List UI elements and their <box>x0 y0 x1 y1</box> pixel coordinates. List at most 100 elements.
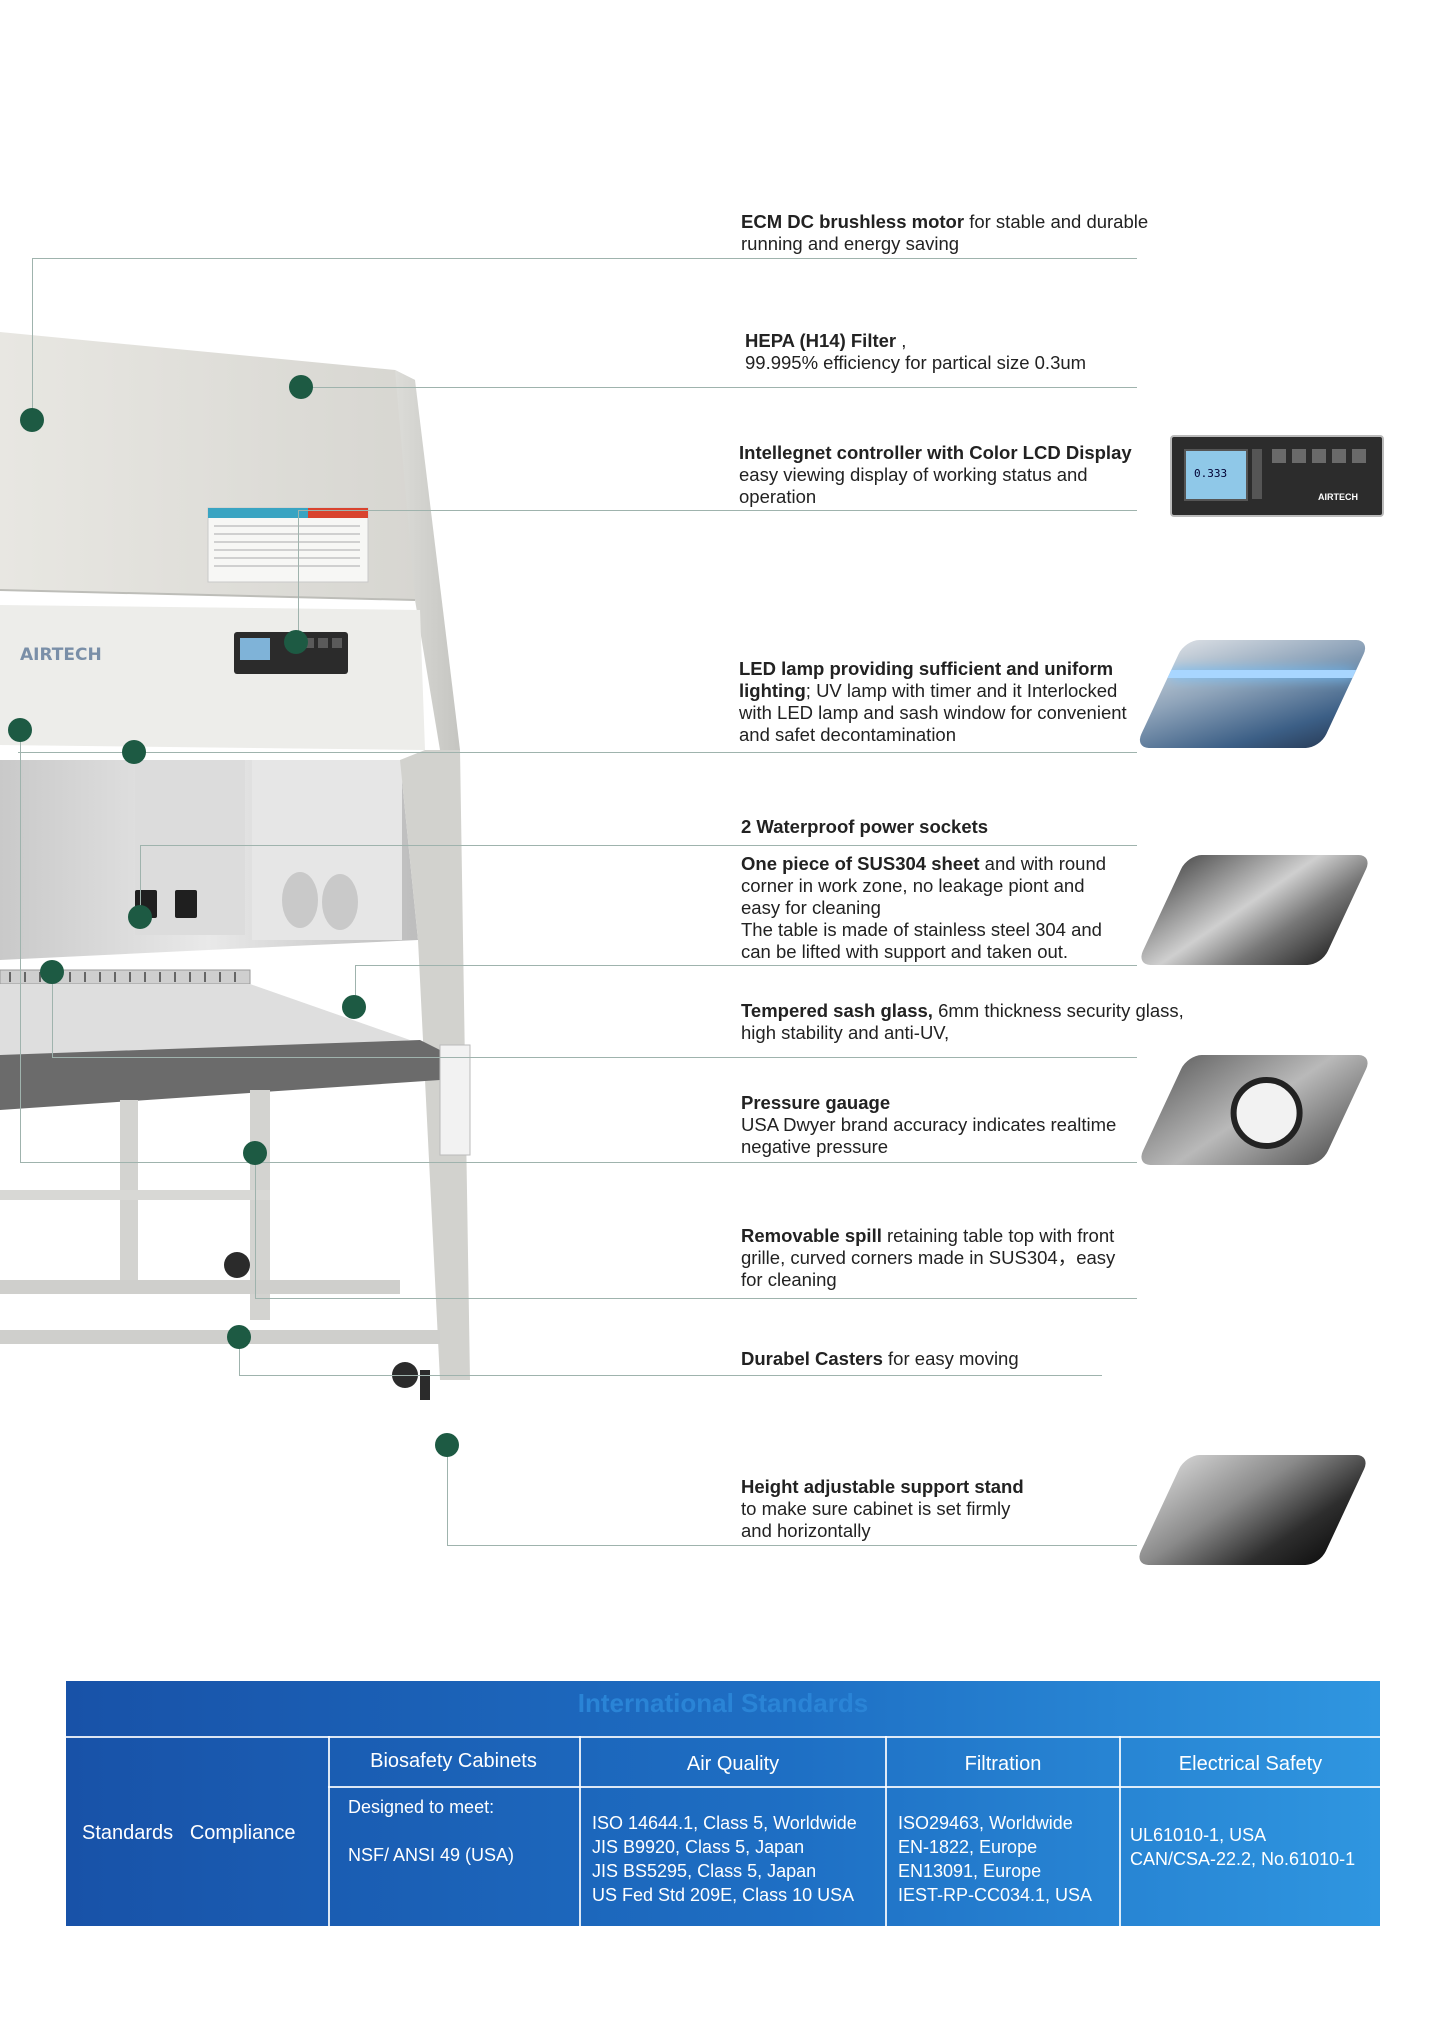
feature-text: for cleaning <box>741 1269 837 1290</box>
cell-line: NSF/ ANSI 49 (USA) <box>348 1845 515 1865</box>
biosafety-text: Designed to meet: NSF/ ANSI 49 (USA) <box>348 1795 514 1867</box>
connector-line <box>52 1057 1137 1058</box>
divider <box>328 1736 330 1926</box>
feature-text: negative pressure <box>741 1136 889 1157</box>
connector-line <box>239 1337 240 1375</box>
marker-dot <box>40 960 64 984</box>
marker-dot <box>243 1141 267 1165</box>
connector-line <box>239 1375 1102 1376</box>
connector-line <box>32 258 1137 259</box>
feature-title: Pressure gauage <box>741 1092 891 1113</box>
connector-line <box>52 972 53 1057</box>
cell-line: ISO29463, Worldwide <box>898 1813 1073 1833</box>
feature-power-sockets: 2 Waterproof power sockets <box>741 816 988 838</box>
feature-text: ; UV lamp with timer and it Interlocked <box>805 680 1118 701</box>
control-buttons <box>1252 449 1262 499</box>
divider <box>1119 1736 1121 1926</box>
cell-line: UL61010-1, USA <box>1130 1825 1267 1845</box>
cell-line: ISO 14644.1, Class 5, Worldwide <box>592 1813 857 1833</box>
feature-text: operation <box>739 486 817 507</box>
connector-line <box>355 965 1137 966</box>
control-keys <box>1272 449 1372 463</box>
cell-line: US Fed Std 209E, Class 10 USA <box>592 1885 855 1905</box>
marker-dot <box>128 905 152 929</box>
controller-brand: AIRTECH <box>1318 492 1358 502</box>
marker-dot <box>20 408 44 432</box>
standards-table: International Standards Standards Compli… <box>66 1681 1380 1926</box>
marker-dot <box>227 1325 251 1349</box>
feature-text: The table is made of stainless steel 304… <box>741 919 1102 940</box>
cabinet-brand-text: AIRTECH <box>20 645 102 665</box>
gauge-icon <box>1230 1077 1303 1149</box>
feature-casters: Durabel Casters for easy moving <box>741 1348 1019 1370</box>
feature-support-stand: Height adjustable support stand to make … <box>741 1476 1024 1542</box>
feature-controller: Intellegnet controller with Color LCD Di… <box>739 442 1132 508</box>
connector-line <box>447 1445 448 1545</box>
column-header-filtration: Filtration <box>964 1753 1042 1775</box>
lcd-screen <box>1184 449 1248 501</box>
air-quality-text: ISO 14644.1, Class 5, Worldwide JIS B992… <box>592 1811 857 1907</box>
cell-line: JIS B9920, Class 5, Japan <box>592 1837 805 1857</box>
divider <box>328 1786 1380 1788</box>
connector-line <box>301 387 1137 388</box>
feature-text: corner in work zone, no leakage piont an… <box>741 875 1085 896</box>
column-header-air-quality: Air Quality <box>686 1753 780 1775</box>
standards-row-header: Standards Compliance <box>82 1822 296 1844</box>
feature-title: HEPA (H14) Filter <box>745 330 897 351</box>
cell-line: Designed to meet: <box>348 1797 495 1817</box>
connector-line <box>298 510 299 642</box>
connector-line <box>298 510 1137 511</box>
divider <box>66 1736 1380 1738</box>
feature-title: lighting <box>739 680 806 701</box>
connector-line <box>20 730 21 1162</box>
marker-dot <box>284 630 308 654</box>
pressure-gauge-photo <box>1136 1055 1373 1165</box>
feature-text: and with round <box>979 853 1107 874</box>
work-zone-photo <box>1136 855 1373 965</box>
biosafety-cabinet-illustration: AIRTECH <box>0 332 471 1400</box>
feature-title: 2 Waterproof power sockets <box>741 816 989 837</box>
feature-ecm-motor: ECM DC brushless motor for stable and du… <box>741 211 1148 255</box>
connector-line <box>18 752 1137 753</box>
feature-text: can be lifted with support and taken out… <box>741 941 1069 962</box>
connector-line <box>447 1545 1137 1546</box>
feature-text: retaining table top with front <box>881 1225 1115 1246</box>
feature-text: USA Dwyer brand accuracy indicates realt… <box>741 1114 1117 1135</box>
cell-line: JIS BS5295, Class 5, Japan <box>592 1861 817 1881</box>
feature-title: Tempered sash glass, <box>741 1000 933 1021</box>
connector-line <box>140 845 1137 846</box>
support-stand-photo <box>1134 1455 1371 1565</box>
led-glow <box>1167 670 1357 678</box>
cell-line: IEST-RP-CC034.1, USA <box>898 1885 1093 1905</box>
feature-text: , <box>896 330 907 351</box>
connector-line <box>20 1162 1137 1163</box>
feature-title: LED lamp providing sufficient and unifor… <box>739 658 1114 679</box>
feature-text: 6mm thickness security glass, <box>932 1000 1184 1021</box>
feature-sash-glass: Tempered sash glass, 6mm thickness secur… <box>741 1000 1184 1044</box>
connector-line <box>140 845 141 915</box>
feature-title: One piece of SUS304 sheet <box>741 853 980 874</box>
feature-title: Intellegnet controller with Color LCD Di… <box>739 442 1132 463</box>
feature-text: and horizontally <box>741 1520 871 1541</box>
connector-line <box>255 1153 256 1298</box>
divider <box>885 1736 887 1926</box>
connector-line <box>355 965 356 1005</box>
feature-text: easy viewing display of working status a… <box>739 464 1088 485</box>
standards-title: International Standards <box>577 1688 869 1718</box>
connector-line <box>255 1298 1137 1299</box>
cell-line: CAN/CSA-22.2, No.61010-1 <box>1130 1849 1356 1869</box>
column-header-electrical: Electrical Safety <box>1178 1753 1323 1775</box>
feature-text: grille, curved corners made in SUS304，ea… <box>741 1247 1116 1268</box>
feature-text: for stable and durable <box>964 211 1149 232</box>
feature-text: for easy moving <box>882 1348 1019 1369</box>
lcd-readout: 0.333 <box>1194 467 1228 480</box>
marker-dot <box>122 740 146 764</box>
marker-dot <box>289 375 313 399</box>
feature-text: high stability and anti-UV, <box>741 1022 950 1043</box>
feature-pressure-gauge: Pressure gauage USA Dwyer brand accuracy… <box>741 1092 1116 1158</box>
feature-text: running and energy saving <box>741 233 960 254</box>
feature-text: to make sure cabinet is set firmly <box>741 1498 1011 1519</box>
filtration-text: ISO29463, Worldwide EN-1822, Europe EN13… <box>898 1811 1092 1907</box>
feature-text: and safet decontamination <box>739 724 957 745</box>
marker-dot <box>435 1433 459 1457</box>
